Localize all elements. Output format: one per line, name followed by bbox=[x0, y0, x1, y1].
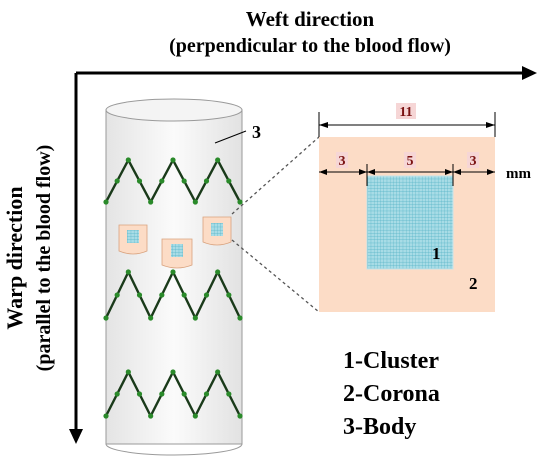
strut-node bbox=[226, 292, 232, 298]
strut-node bbox=[181, 178, 187, 184]
strut-node bbox=[170, 157, 176, 163]
strut-node bbox=[237, 413, 243, 419]
legend-item-cluster: 1-Cluster bbox=[343, 348, 439, 374]
strut-node bbox=[181, 292, 187, 298]
strut-node bbox=[136, 391, 143, 397]
strut-node bbox=[136, 178, 143, 184]
strut-node bbox=[148, 413, 154, 419]
strut-node bbox=[125, 269, 131, 275]
strut-node bbox=[103, 199, 109, 205]
strut-node bbox=[181, 391, 187, 397]
strut-node bbox=[125, 157, 131, 163]
strut-node bbox=[159, 391, 165, 397]
strut-node bbox=[148, 315, 154, 321]
strut-node bbox=[192, 413, 198, 419]
warp-subtitle: (parallel to the blood flow) bbox=[33, 145, 55, 372]
zoom-line-top bbox=[231, 136, 320, 215]
strut-ring-top bbox=[103, 157, 243, 205]
strut-node bbox=[170, 369, 176, 375]
stent-body bbox=[103, 98, 243, 456]
cluster-number: 1 bbox=[432, 244, 441, 263]
strut-node bbox=[192, 315, 198, 321]
warp-title: Warp direction bbox=[2, 186, 27, 329]
strut-node bbox=[159, 292, 165, 298]
strut-node bbox=[103, 413, 109, 419]
strut-node bbox=[226, 178, 232, 184]
strut-node bbox=[103, 315, 109, 321]
strut-node bbox=[203, 178, 210, 184]
weft-arrowhead-icon bbox=[522, 66, 537, 80]
legend-item-corona: 2-Corona bbox=[343, 381, 440, 407]
unit-label: mm bbox=[506, 166, 531, 182]
overall-width-label: 11 bbox=[399, 105, 412, 120]
weft-title: Weft direction bbox=[246, 7, 375, 31]
cylinder-bottom bbox=[105, 443, 243, 456]
cluster-patch-left bbox=[118, 224, 148, 255]
strut-node bbox=[159, 178, 165, 184]
strut-node bbox=[215, 157, 221, 163]
strut-node bbox=[226, 391, 232, 397]
cylinder-top bbox=[105, 98, 243, 122]
weft-subtitle: (perpendicular to the blood flow) bbox=[169, 35, 451, 57]
corona-number: 2 bbox=[469, 274, 478, 293]
strut-node bbox=[114, 292, 120, 298]
strut-node bbox=[114, 178, 120, 184]
right-margin-label: 3 bbox=[470, 154, 477, 169]
strut-node bbox=[237, 199, 243, 205]
strut-node bbox=[170, 269, 176, 275]
body-callout-label: 3 bbox=[252, 122, 261, 142]
zoom-line-bottom bbox=[231, 239, 320, 313]
strut-node bbox=[215, 369, 221, 375]
cluster-width-label: 5 bbox=[407, 154, 414, 169]
left-margin-label: 3 bbox=[339, 154, 346, 169]
strut-node bbox=[203, 292, 210, 298]
strut-node bbox=[192, 199, 198, 205]
legend: 1-Cluster 2-Corona 3-Body bbox=[343, 348, 440, 440]
strut-node bbox=[148, 199, 154, 205]
cluster-patch-right bbox=[202, 216, 232, 246]
strut-node bbox=[136, 292, 143, 298]
axes bbox=[69, 66, 537, 444]
cluster-region bbox=[366, 175, 454, 270]
strut-node bbox=[215, 269, 221, 275]
legend-item-body: 3-Body bbox=[343, 414, 416, 440]
body-callout-line bbox=[214, 130, 247, 144]
strut-node bbox=[125, 369, 131, 375]
strut-node bbox=[114, 391, 120, 397]
warp-arrowhead-icon bbox=[69, 429, 83, 444]
strut-ring-bottom bbox=[103, 369, 243, 419]
dimensions bbox=[318, 112, 496, 186]
strut-ring-middle bbox=[103, 269, 243, 321]
strut-node bbox=[203, 391, 210, 397]
cluster-patch-middle bbox=[161, 238, 193, 269]
strut-node bbox=[237, 315, 243, 321]
